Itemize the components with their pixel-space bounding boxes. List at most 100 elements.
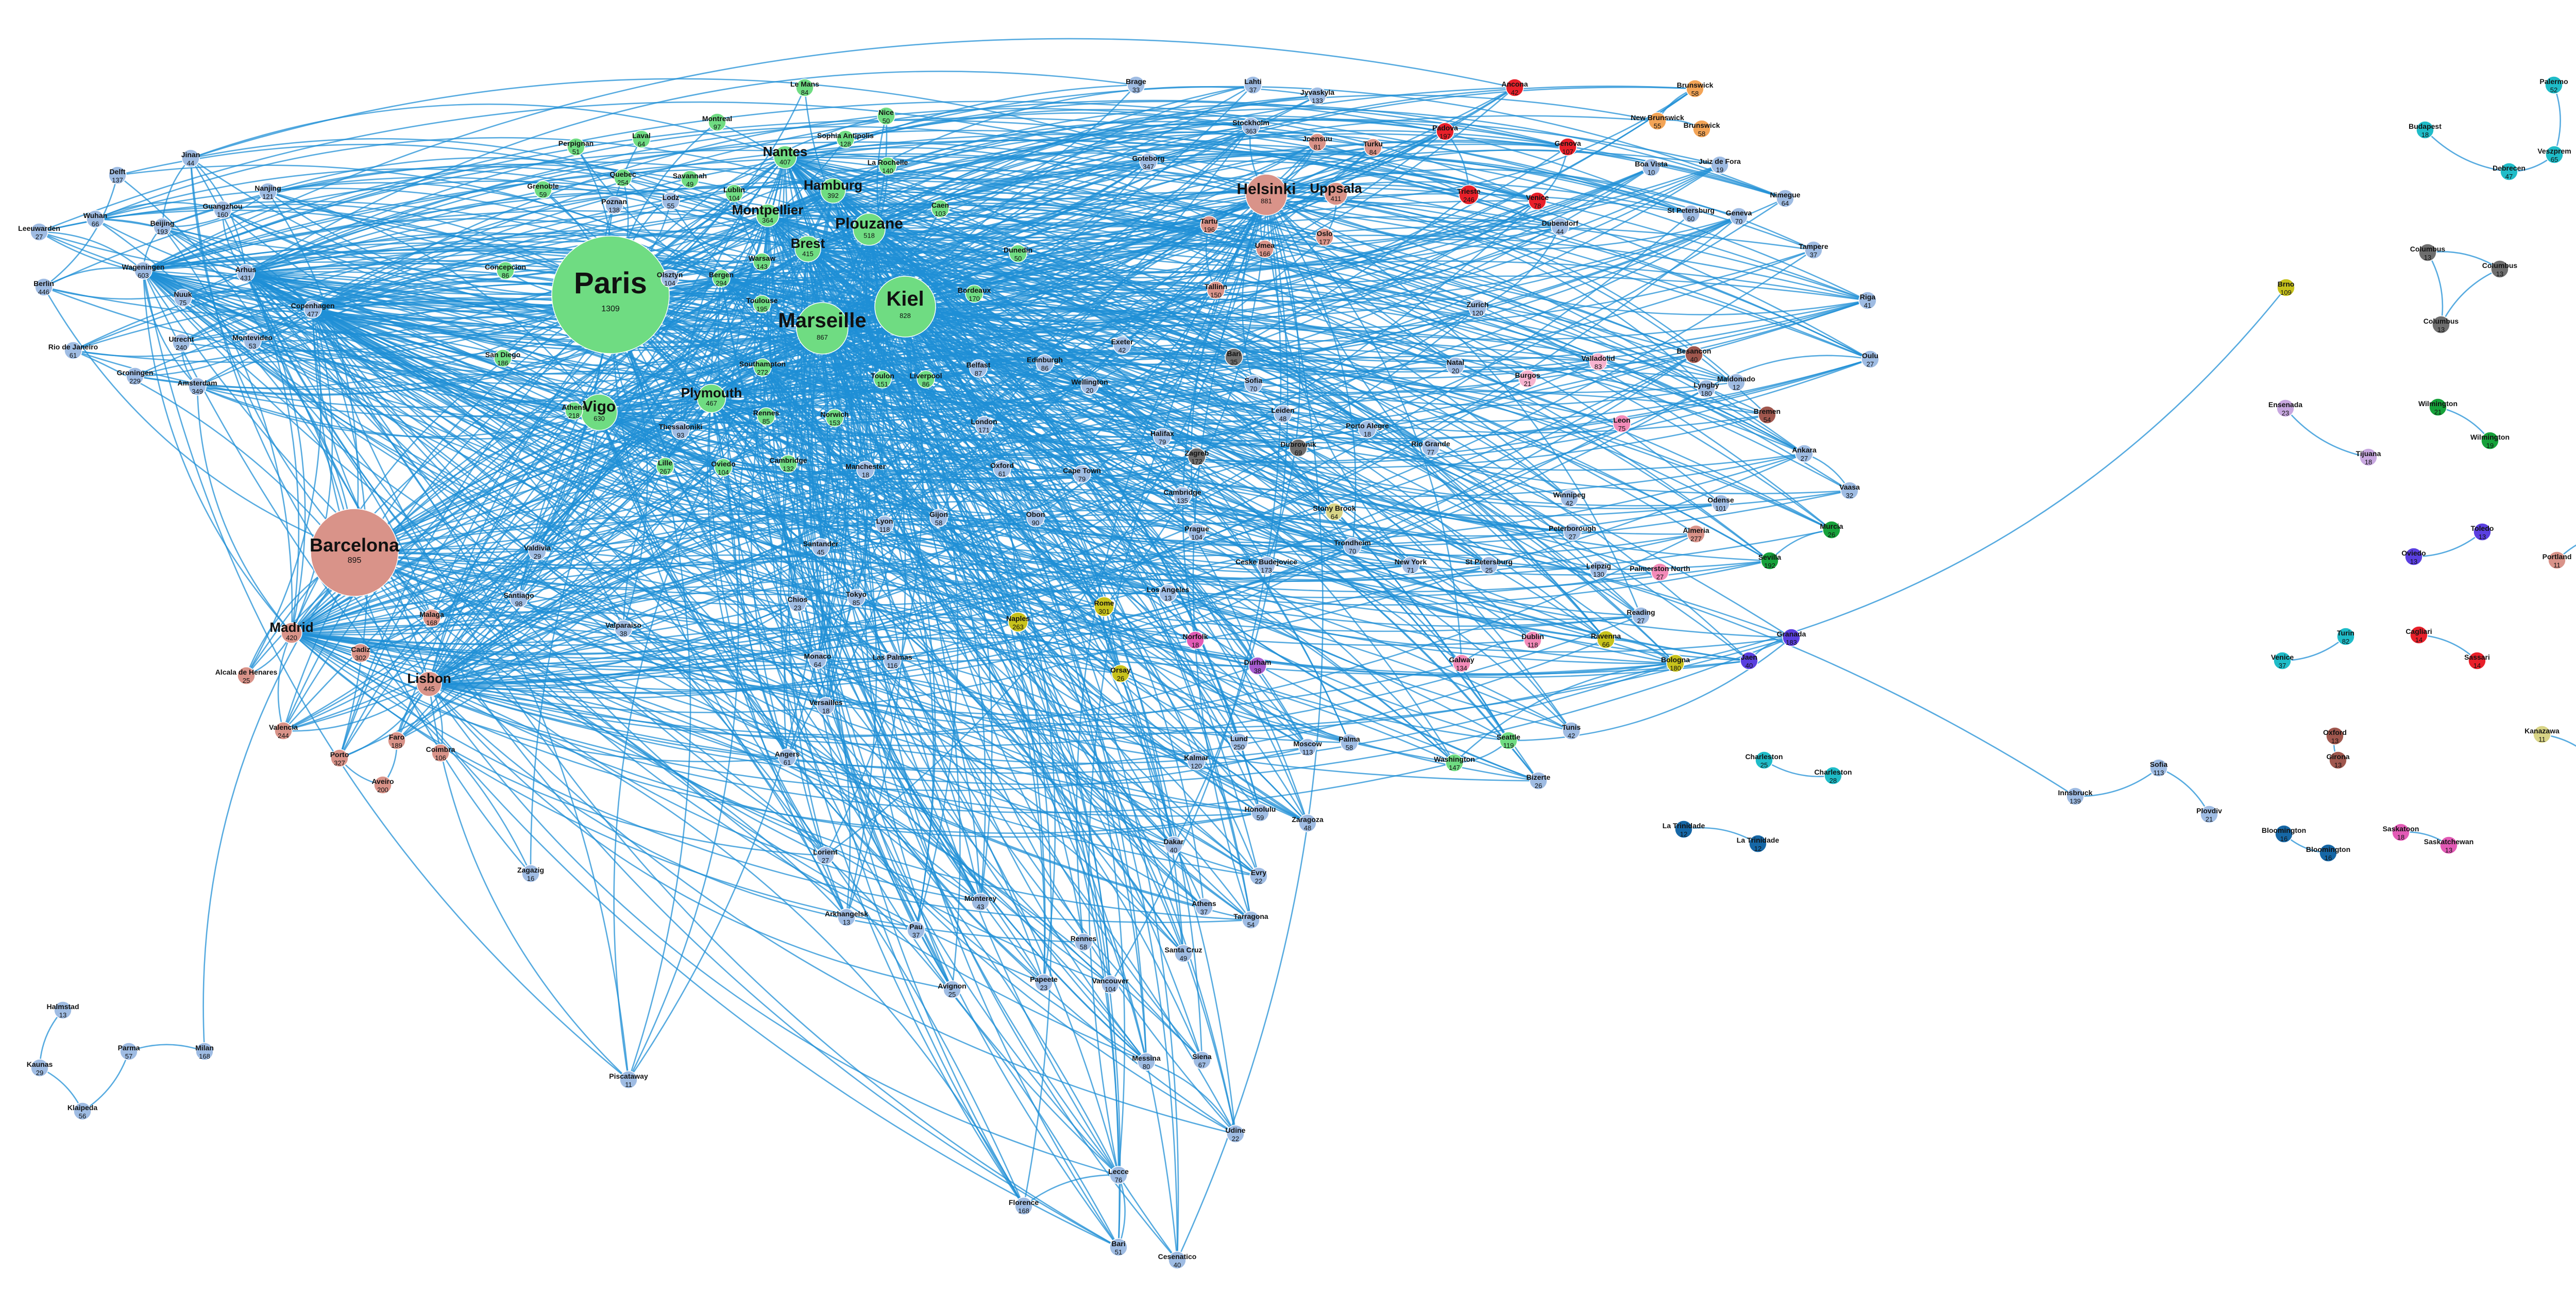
node-circle[interactable] [1480,556,1498,575]
node-circle[interactable] [931,199,950,218]
node-circle[interactable] [1308,87,1327,105]
node-circle[interactable] [1249,867,1268,885]
node-circle[interactable] [697,383,726,413]
node-circle[interactable] [1080,376,1099,395]
node-circle[interactable] [188,377,207,396]
node-circle[interactable] [54,1001,72,1019]
node-circle[interactable] [1840,481,1859,500]
node-circle[interactable] [662,192,680,210]
node-circle[interactable] [2392,823,2410,842]
node-circle[interactable] [1518,370,1537,388]
node-circle[interactable] [907,921,925,940]
node-circle[interactable] [565,401,583,420]
node-circle[interactable] [1776,189,1794,208]
node-circle[interactable] [1343,537,1362,556]
node-circle[interactable] [1529,772,1548,790]
node-circle[interactable] [1651,563,1669,581]
node-circle[interactable] [1257,556,1276,575]
node-circle[interactable] [2473,523,2492,541]
node-circle[interactable] [1648,112,1667,130]
node-circle[interactable] [134,261,152,280]
node-circle[interactable] [1101,975,1120,994]
node-circle[interactable] [965,284,984,303]
node-circle[interactable] [671,421,690,440]
node-circle[interactable] [681,170,699,189]
node-circle[interactable] [1159,584,1177,602]
node-circle[interactable] [1009,244,1027,263]
node-circle[interactable] [2468,651,2486,670]
node-circle[interactable] [1111,664,1130,683]
node-circle[interactable] [551,236,670,354]
node-circle[interactable] [330,749,349,767]
node-circle[interactable] [753,295,771,313]
node-circle[interactable] [1468,299,1487,317]
node-circle[interactable] [877,107,895,125]
node-circle[interactable] [236,264,255,282]
node-circle[interactable] [1308,133,1327,152]
node-circle[interactable] [1173,487,1192,505]
node-circle[interactable] [1597,630,1615,649]
node-circle[interactable] [1109,1166,1128,1184]
node-circle[interactable] [817,697,835,715]
node-circle[interactable] [1749,834,1767,853]
node-circle[interactable] [1697,379,1716,398]
node-circle[interactable] [422,609,441,627]
node-circle[interactable] [274,722,293,740]
node-circle[interactable] [1315,228,1334,246]
node-circle[interactable] [1682,205,1700,223]
node-circle[interactable] [1127,76,1145,94]
node-circle[interactable] [181,149,200,167]
